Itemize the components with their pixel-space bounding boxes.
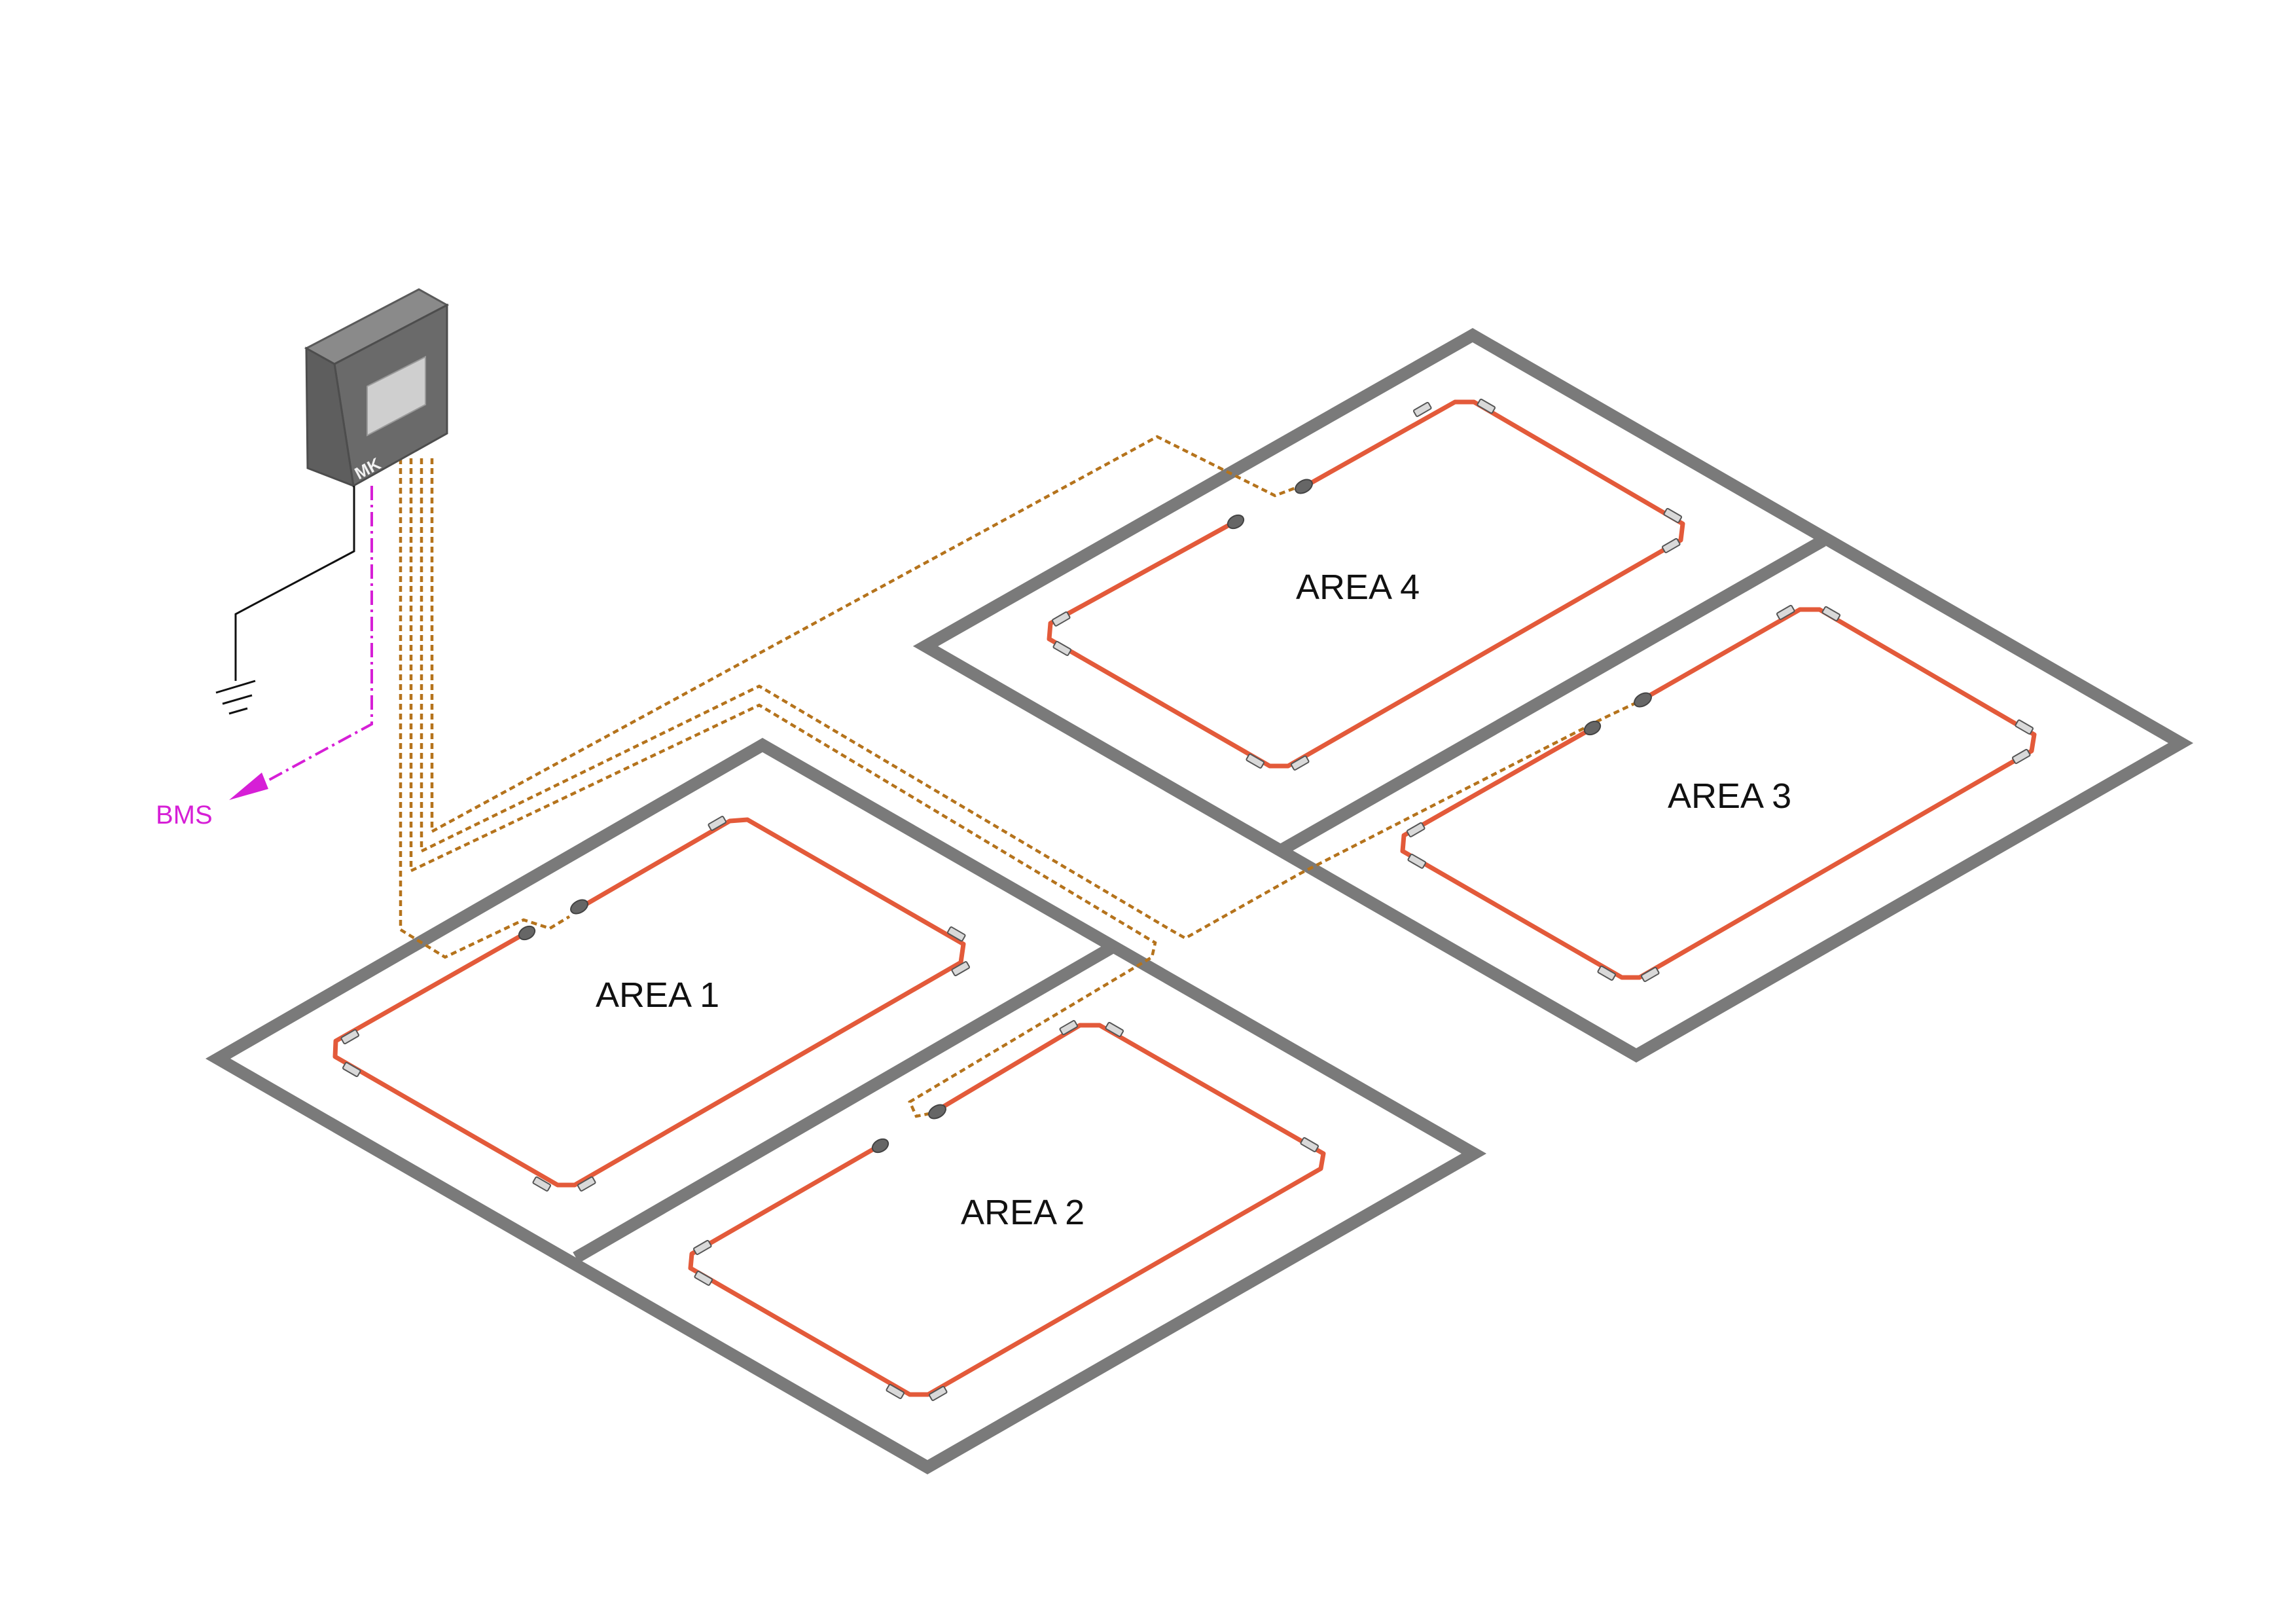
clip xyxy=(340,1029,360,1045)
clip xyxy=(1597,965,1617,981)
area-labels: AREA 1 AREA 2 AREA 3 AREA 4 xyxy=(596,568,1791,1232)
clip xyxy=(1663,507,1683,523)
cold-joint xyxy=(1295,479,1313,494)
end-seal xyxy=(871,1138,889,1154)
heating-cable-area-2 xyxy=(688,1023,1326,1397)
clip xyxy=(1246,753,1265,769)
clip xyxy=(946,926,966,942)
bms-line xyxy=(258,486,373,787)
floor-outline-right xyxy=(912,328,2194,1063)
clip xyxy=(2011,748,2031,764)
clip xyxy=(1290,755,1310,771)
heating-cables xyxy=(332,399,2037,1397)
thermostat-controller: MK xyxy=(304,288,450,488)
connection-cables xyxy=(399,435,1640,1118)
cable-joints xyxy=(518,479,1652,1154)
area-label-1: AREA 1 xyxy=(596,976,719,1015)
clip xyxy=(1640,966,1660,982)
area-label-4: AREA 4 xyxy=(1296,568,1420,607)
cold-joint xyxy=(570,899,588,915)
clip xyxy=(1776,604,1795,620)
bms-arrow-icon xyxy=(229,773,268,800)
clip xyxy=(1661,538,1681,553)
clip xyxy=(1477,398,1496,414)
controller-screen xyxy=(367,356,426,437)
clip xyxy=(2015,719,2034,735)
area-label-2: AREA 2 xyxy=(961,1193,1085,1232)
bms-label: BMS xyxy=(156,801,213,830)
end-seal xyxy=(1227,514,1245,530)
earth-wire xyxy=(234,486,355,681)
cold-joint xyxy=(928,1104,946,1120)
end-seal xyxy=(1583,720,1602,736)
clip xyxy=(692,1239,712,1255)
connection-cable-area-3 xyxy=(420,458,1640,940)
clip xyxy=(1406,822,1426,837)
end-seal xyxy=(518,925,536,941)
clip xyxy=(1412,401,1432,417)
clip xyxy=(342,1062,361,1078)
floor-outline-left xyxy=(205,738,1487,1474)
clip xyxy=(1105,1021,1124,1037)
earth-icon xyxy=(215,680,256,715)
floor-outlines xyxy=(205,328,2194,1474)
clip xyxy=(694,1270,713,1286)
clip xyxy=(1821,606,1841,621)
clip xyxy=(951,961,971,977)
clip xyxy=(1300,1137,1319,1152)
cold-joint xyxy=(1634,692,1652,708)
area-label-3: AREA 3 xyxy=(1668,776,1791,816)
clip xyxy=(1051,611,1071,627)
connection-cable-area-1 xyxy=(399,458,571,959)
heating-cable-area-1 xyxy=(332,817,966,1188)
clip xyxy=(1407,853,1427,869)
clip xyxy=(532,1176,552,1192)
heating-cable-area-4 xyxy=(1047,399,1685,769)
connection-cable-area-2 xyxy=(409,458,1157,1118)
floor-divider-area1-area2 xyxy=(573,941,1117,1264)
clip xyxy=(1052,640,1072,656)
fixing-clips xyxy=(340,398,2034,1401)
clip xyxy=(708,816,727,831)
clip xyxy=(577,1176,596,1192)
earth-connection xyxy=(215,486,355,715)
heating-cable-area-3 xyxy=(1400,607,2037,980)
clip xyxy=(886,1383,905,1399)
connection-cable-area-4 xyxy=(430,435,1297,834)
floor-divider-area4-area3 xyxy=(1276,535,1826,857)
clip xyxy=(1059,1020,1079,1036)
bms-connection: BMS xyxy=(156,486,373,830)
clip xyxy=(928,1385,948,1401)
